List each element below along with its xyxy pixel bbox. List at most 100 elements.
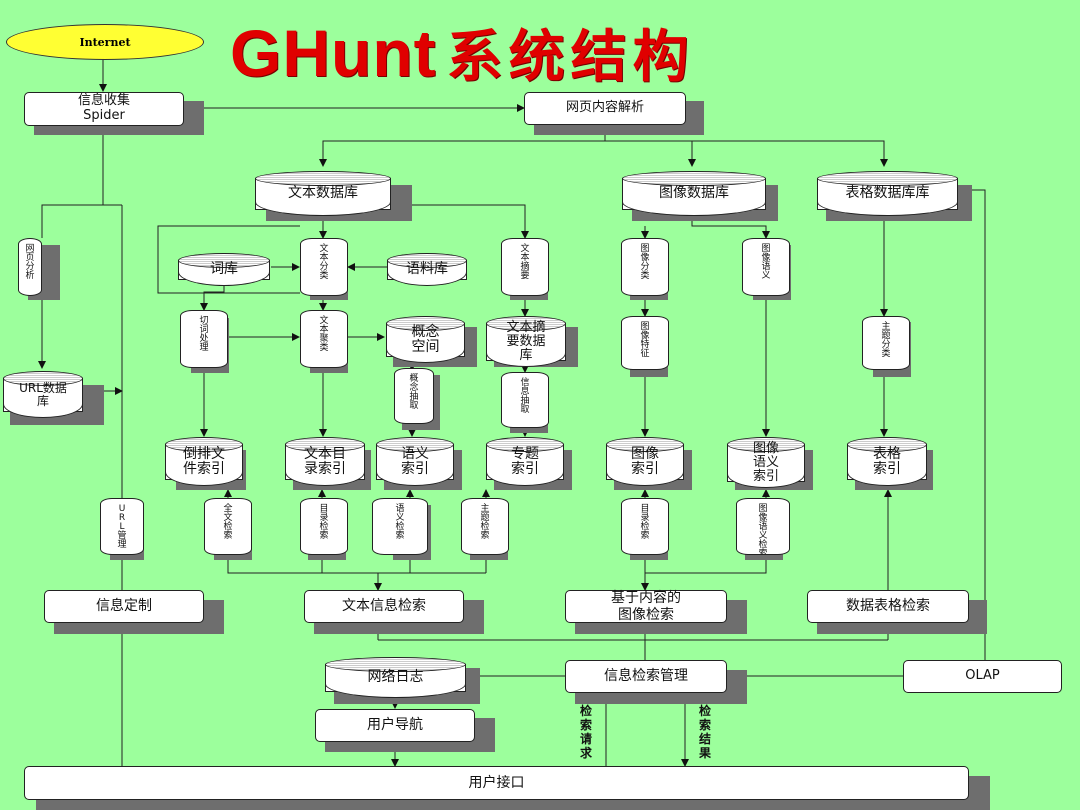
olap-label: OLAP	[965, 668, 1000, 684]
image-index-label-1: 图像	[631, 445, 659, 462]
topic-label-2: 索引	[511, 461, 539, 477]
summary-db: 文本摘 要数据 库	[486, 316, 566, 367]
image-annotation-label: 图像语义	[761, 244, 771, 281]
text-db: 文本数据库	[255, 171, 391, 216]
image-feature-label: 图像特征	[640, 322, 650, 359]
nav-label: 用户导航	[367, 717, 423, 734]
concept-extract-label: 概念抽取	[409, 374, 419, 411]
segment-label: 切词处理	[199, 316, 209, 353]
url-db-label-1: URL数据	[19, 380, 67, 395]
segment-module: 切词处理	[180, 310, 228, 368]
catalog-label-2: 录索引	[304, 461, 346, 477]
concept-label-1: 概念	[411, 323, 440, 340]
semantic-search-module: 语义检索	[372, 498, 428, 555]
text-search-label: 文本信息检索	[342, 598, 426, 615]
image-index-label-2: 索引	[631, 461, 659, 477]
text-summary-label: 文本摘要	[520, 244, 530, 281]
topic-search-module: 主题检索	[461, 498, 509, 555]
web-analysis-module: 网页分析	[18, 238, 42, 296]
inverted-index: 倒排文 件索引	[165, 437, 243, 486]
image-db: 图像数据库	[622, 171, 766, 216]
text-cluster-module: 文本聚类	[300, 310, 348, 368]
text-db-label: 文本数据库	[288, 185, 358, 202]
table-index: 表格 索引	[847, 437, 927, 486]
semantic-search-label: 语义检索	[395, 504, 405, 541]
semantic-label-1: 语义	[401, 445, 429, 462]
image-semantic-search-module: 图像语义检索	[736, 498, 790, 555]
image-search-label-1: 基于内容的	[611, 590, 681, 607]
topic-classify-module: 主题分类	[862, 316, 910, 370]
image-semantic-index: 图像 语义 索引	[727, 437, 805, 488]
catalog-index: 文本目 录索引	[285, 437, 365, 486]
image-index: 图像 索引	[606, 437, 684, 486]
image-semantic-label-1: 图像	[752, 440, 779, 456]
image-annotation-module: 图像语义	[742, 238, 790, 296]
text-classify-label: 文本分类	[319, 244, 329, 281]
user-interface-box: 用户接口	[24, 766, 969, 800]
parser-label: 网页内容解析	[565, 100, 644, 116]
image-classify-label: 图像分类	[640, 244, 650, 281]
table-index-label-2: 索引	[873, 461, 901, 477]
semantic-label-2: 索引	[401, 461, 429, 477]
table-db: 表格数据库库	[817, 171, 958, 216]
table-index-label-1: 表格	[873, 445, 901, 462]
fulltext-search-label: 全文检索	[223, 504, 233, 541]
spider-sublabel: Spider	[83, 108, 125, 123]
topic-classify-label: 主题分类	[881, 322, 891, 359]
catalog-search-module: 目录检索	[300, 498, 348, 555]
corpus-db-label: 语料库	[406, 261, 448, 278]
inverted-label-1: 倒排文	[183, 445, 225, 462]
topic-label-1: 专题	[511, 445, 539, 462]
image-catalog-search-module: 目录检索	[621, 498, 669, 555]
url-manager-label: URL管理	[117, 504, 127, 550]
inverted-label-2: 件索引	[183, 461, 225, 477]
internet-cloud: Internet	[6, 24, 204, 60]
table-db-label: 表格数据库库	[845, 185, 930, 202]
dict-db: 词库	[178, 253, 270, 286]
url-db-label-2: 库	[36, 394, 49, 408]
url-manager-module: URL管理	[100, 498, 144, 555]
request-label: 检索请求	[580, 704, 593, 760]
spider-label: 信息收集	[77, 93, 130, 109]
semantic-index: 语义 索引	[376, 437, 454, 486]
custom-box: 信息定制	[44, 590, 204, 623]
weblog-db: 网络日志	[325, 657, 466, 698]
summary-label-1: 文本摘	[506, 319, 546, 335]
internet-label: Internet	[79, 35, 131, 49]
text-summary-module: 文本摘要	[501, 238, 549, 296]
info-extract-label: 信息抽取	[520, 378, 530, 415]
result-label: 检索结果	[699, 704, 712, 760]
retrieval-mgmt-box: 信息检索管理	[565, 660, 727, 693]
image-classify-module: 图像分类	[621, 238, 669, 296]
nav-box: 用户导航	[315, 709, 475, 742]
custom-label: 信息定制	[96, 598, 152, 615]
image-db-label: 图像数据库	[659, 185, 729, 202]
retrieval-mgmt-label: 信息检索管理	[604, 668, 688, 685]
summary-label-2: 要数据	[506, 333, 546, 349]
corpus-db: 语料库	[387, 253, 467, 286]
text-cluster-label: 文本聚类	[319, 316, 329, 353]
image-semantic-label-3: 索引	[752, 469, 779, 485]
text-search-box: 文本信息检索	[304, 590, 464, 623]
image-semantic-label-2: 语义	[752, 454, 779, 470]
topic-search-label: 主题检索	[480, 504, 490, 541]
image-semantic-search-label: 图像语义检索	[758, 504, 768, 555]
info-extract-module: 信息抽取	[501, 372, 549, 428]
catalog-search-label: 目录检索	[319, 504, 329, 541]
table-search-box: 数据表格检索	[807, 590, 969, 623]
image-feature-module: 图像特征	[621, 316, 669, 370]
fulltext-search-module: 全文检索	[204, 498, 252, 555]
image-search-box: 基于内容的 图像检索	[565, 590, 727, 623]
parser-box: 网页内容解析	[524, 92, 686, 125]
image-search-label-2: 图像检索	[618, 606, 674, 623]
concept-db: 概念 空间	[386, 316, 465, 363]
concept-label-2: 空间	[411, 339, 440, 355]
web-analysis-label: 网页分析	[25, 244, 35, 281]
summary-label-3: 库	[519, 348, 533, 364]
topic-index: 专题 索引	[486, 437, 564, 486]
spider-box: 信息收集 Spider	[24, 92, 184, 126]
url-db: URL数据 库	[3, 371, 83, 418]
title-latin: GHunt	[230, 16, 437, 90]
text-classify-module: 文本分类	[300, 238, 348, 296]
